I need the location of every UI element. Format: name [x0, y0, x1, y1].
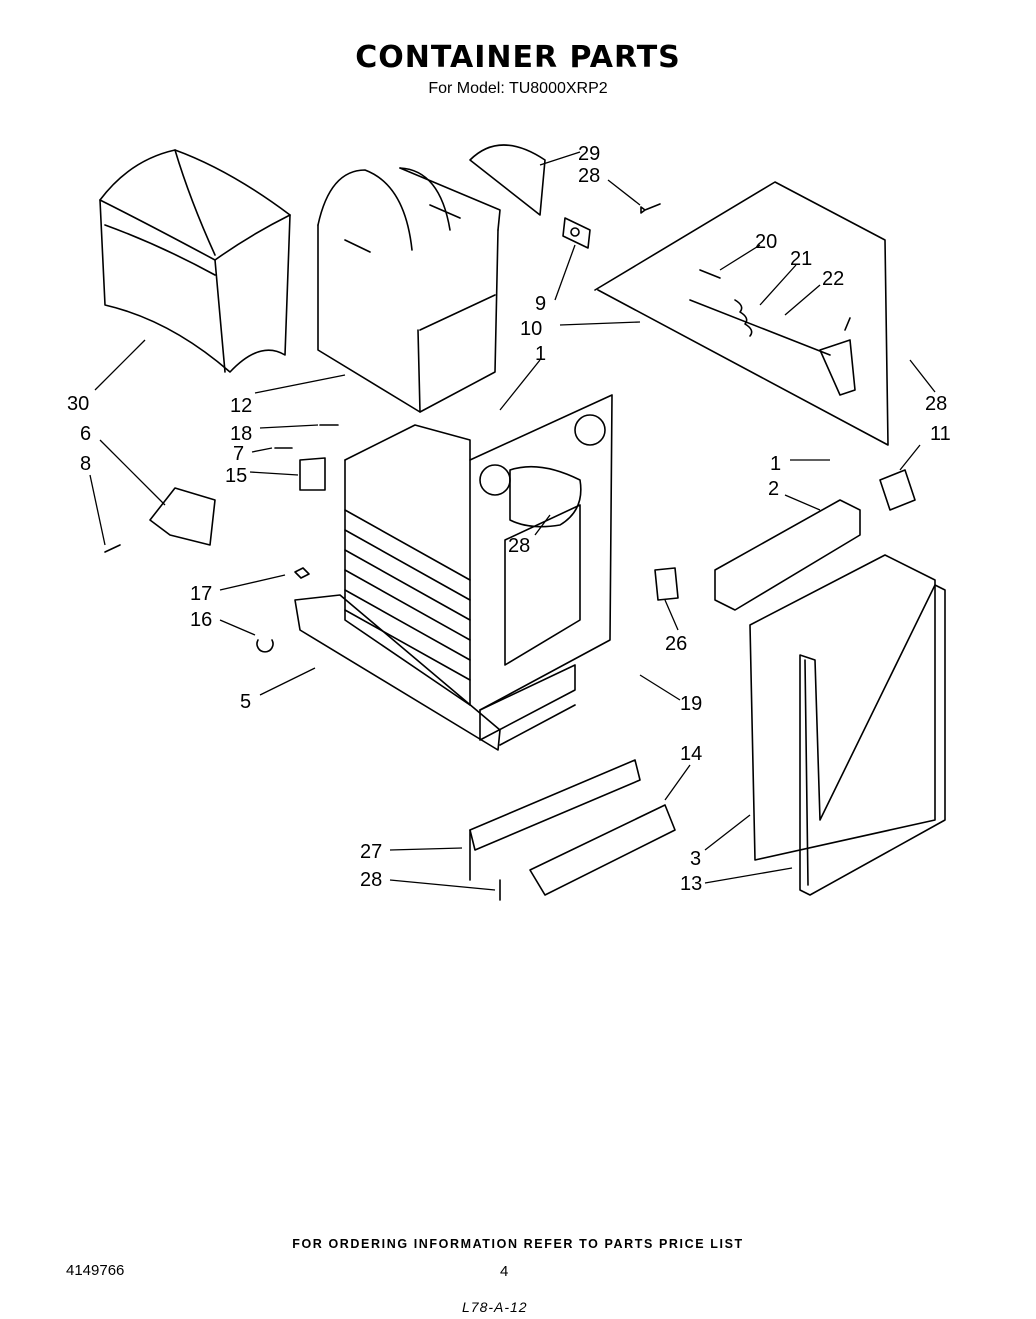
- document-number: 4149766: [66, 1262, 125, 1279]
- callout-3: 3: [690, 848, 701, 870]
- catch-bracket-part: [879, 469, 916, 511]
- callout-27: 27: [360, 841, 382, 863]
- clip-part: [299, 457, 326, 491]
- callout-9: 9: [535, 293, 546, 315]
- main-frame-part: [344, 394, 613, 746]
- callout-16: 16: [190, 609, 212, 631]
- callout-5: 5: [240, 691, 251, 713]
- clip-part: [654, 567, 679, 601]
- callout-15: 15: [225, 465, 247, 487]
- callout-labels: 29 28 20 21 22 9 10 1 30 12 28 11 6 18 8…: [67, 143, 951, 895]
- callout-28: 28: [360, 869, 382, 891]
- callout-30: 30: [67, 393, 89, 415]
- callout-10: 10: [520, 318, 542, 340]
- door-panel-part: [749, 554, 936, 861]
- rivet-part: [256, 639, 274, 653]
- drip-tray-part: [469, 759, 676, 896]
- trash-bag-part: [99, 149, 291, 373]
- callout-1: 1: [535, 343, 546, 365]
- callout-7: 7: [233, 443, 244, 465]
- screw-part: [640, 203, 661, 214]
- callout-21: 21: [790, 248, 812, 270]
- callout-12: 12: [230, 395, 252, 417]
- callout-26: 26: [665, 633, 687, 655]
- hinge-bracket-part: [562, 217, 591, 249]
- page-number: 4: [500, 1263, 509, 1280]
- callout-17: 17: [190, 583, 212, 605]
- mount-bracket-part: [104, 487, 216, 553]
- callout-18: 18: [230, 423, 252, 445]
- base-rail-part: [294, 594, 501, 751]
- gasket-part: [469, 144, 546, 216]
- callout-28: 28: [578, 165, 600, 187]
- callout-22: 22: [822, 268, 844, 290]
- nut-part: [294, 567, 310, 579]
- callout-8: 8: [80, 453, 91, 475]
- callout-11: 11: [930, 423, 951, 445]
- callout-2: 2: [768, 478, 779, 500]
- door-frame-part: [799, 584, 946, 896]
- latch-assembly-part: [594, 181, 889, 446]
- handwritten-code: L78-A-12: [462, 1299, 528, 1315]
- callout-20: 20: [755, 231, 777, 253]
- callout-19: 19: [680, 693, 702, 715]
- page-title: CONTAINER PARTS: [355, 40, 681, 75]
- callout-29: 29: [578, 143, 600, 165]
- callout-14: 14: [680, 743, 702, 765]
- callout-1: 1: [770, 453, 781, 475]
- callout-28: 28: [508, 535, 530, 557]
- callout-6: 6: [80, 423, 91, 445]
- bag-holder-part: [317, 167, 501, 413]
- callout-13: 13: [680, 873, 702, 895]
- door-rail-part: [714, 499, 861, 611]
- ordering-note: FOR ORDERING INFORMATION REFER TO PARTS …: [292, 1237, 744, 1251]
- callout-28: 28: [925, 393, 947, 415]
- model-subtitle: For Model: TU8000XRP2: [428, 80, 608, 97]
- callout-leaders: [89, 151, 936, 891]
